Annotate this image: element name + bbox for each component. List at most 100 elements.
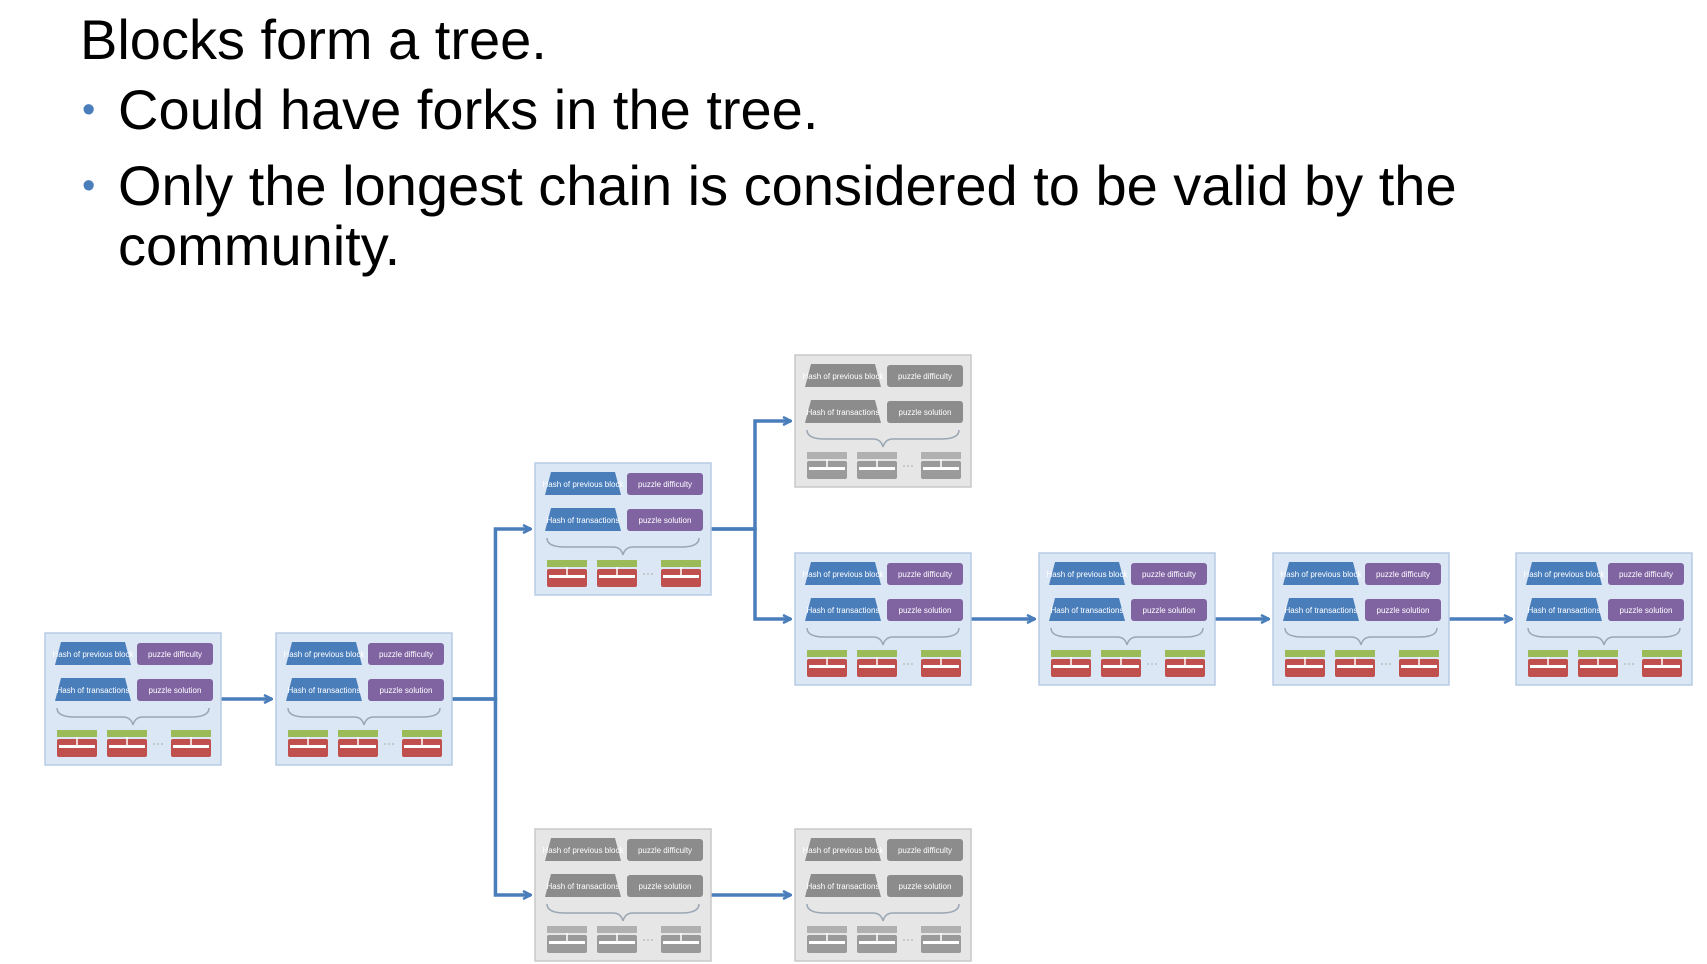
bullet-item: • Only the longest chain is considered to… xyxy=(80,156,1680,276)
prev-hash-label: Hash of previous block xyxy=(803,846,885,855)
transaction-tile xyxy=(597,926,637,953)
transaction-tile xyxy=(1051,650,1091,677)
tx-hash-shape xyxy=(55,678,131,701)
bullet-dot-icon: • xyxy=(82,165,96,207)
transaction-tile xyxy=(661,560,701,587)
transaction-tile xyxy=(57,730,97,757)
brace-shape xyxy=(1050,627,1204,646)
difficulty-box xyxy=(887,365,963,387)
prev-hash-label: Hash of previous block xyxy=(1281,570,1363,579)
tx-hash-label: Hash of transactions xyxy=(807,408,880,417)
difficulty-label: puzzle difficulty xyxy=(379,650,433,659)
solution-label: puzzle solution xyxy=(149,686,202,695)
difficulty-box xyxy=(887,839,963,861)
brace-shape xyxy=(287,707,441,726)
difficulty-box xyxy=(137,643,213,665)
prev-hash-label: Hash of previous block xyxy=(53,650,135,659)
edge-b2-b3 xyxy=(452,529,531,701)
edges-layer xyxy=(221,421,1512,895)
transaction-tile xyxy=(171,730,211,757)
transaction-tile xyxy=(857,650,897,677)
difficulty-box xyxy=(627,839,703,861)
prev-hash-shape xyxy=(545,472,621,495)
bullet-list: •Could have forks in the tree. • Only the… xyxy=(80,80,1680,292)
difficulty-box xyxy=(368,643,444,665)
transaction-tile xyxy=(807,650,847,677)
brace-shape xyxy=(806,429,960,448)
tx-hash-shape xyxy=(805,400,881,423)
prev-hash-label: Hash of previous block xyxy=(284,650,366,659)
tx-hash-label: Hash of transactions xyxy=(288,686,361,695)
solution-label: puzzle solution xyxy=(899,408,952,417)
slide-title: Blocks form a tree. xyxy=(80,8,547,71)
solution-label: puzzle solution xyxy=(639,516,692,525)
solution-box xyxy=(1131,599,1207,621)
tx-hash-shape xyxy=(1049,598,1125,621)
transaction-tile xyxy=(1528,650,1568,677)
transaction-tile xyxy=(402,730,442,757)
tx-hash-label: Hash of transactions xyxy=(807,882,880,891)
prev-hash-shape xyxy=(805,364,881,387)
brace-shape xyxy=(1284,627,1438,646)
prev-hash-label: Hash of previous block xyxy=(803,570,885,579)
difficulty-box xyxy=(887,563,963,585)
tx-hash-shape xyxy=(1526,598,1602,621)
prev-hash-label: Hash of previous block xyxy=(543,480,625,489)
transaction-tile xyxy=(1165,650,1205,677)
solution-label: puzzle solution xyxy=(899,882,952,891)
transaction-tile xyxy=(547,926,587,953)
solution-label: puzzle solution xyxy=(380,686,433,695)
solution-box xyxy=(887,401,963,423)
difficulty-box xyxy=(1131,563,1207,585)
transaction-tile xyxy=(807,452,847,479)
prev-hash-shape xyxy=(1049,562,1125,585)
solution-box xyxy=(1365,599,1441,621)
solution-label: puzzle solution xyxy=(899,606,952,615)
transaction-tile xyxy=(1335,650,1375,677)
transaction-tile xyxy=(1285,650,1325,677)
tx-hash-label: Hash of transactions xyxy=(1285,606,1358,615)
difficulty-label: puzzle difficulty xyxy=(898,570,952,579)
solution-box xyxy=(627,509,703,531)
edge-b3-b5 xyxy=(711,527,791,619)
brace-shape xyxy=(806,903,960,922)
prev-hash-shape xyxy=(1283,562,1359,585)
prev-hash-label: Hash of previous block xyxy=(803,372,885,381)
transaction-tile xyxy=(1578,650,1618,677)
bullet-item: •Could have forks in the tree. xyxy=(80,80,1680,140)
solution-box xyxy=(1608,599,1684,621)
prev-hash-shape xyxy=(1526,562,1602,585)
solution-label: puzzle solution xyxy=(1143,606,1196,615)
prev-hash-label: Hash of previous block xyxy=(543,846,625,855)
tx-hash-label: Hash of transactions xyxy=(547,882,620,891)
difficulty-box xyxy=(627,473,703,495)
transaction-tile xyxy=(921,650,961,677)
bullet-text: Only the longest chain is considered to … xyxy=(118,154,1457,277)
solution-box xyxy=(887,875,963,897)
difficulty-label: puzzle difficulty xyxy=(1142,570,1196,579)
bullet-dot-icon: • xyxy=(82,89,96,131)
transaction-tile xyxy=(107,730,147,757)
transaction-tile xyxy=(597,560,637,587)
tx-hash-shape xyxy=(545,508,621,531)
solution-label: puzzle solution xyxy=(1620,606,1673,615)
prev-hash-label: Hash of previous block xyxy=(1524,570,1606,579)
transaction-tile xyxy=(338,730,378,757)
difficulty-label: puzzle difficulty xyxy=(638,846,692,855)
tx-hash-label: Hash of transactions xyxy=(57,686,130,695)
tx-hash-label: Hash of transactions xyxy=(1051,606,1124,615)
edge-b2-b9 xyxy=(452,697,531,895)
solution-label: puzzle solution xyxy=(639,882,692,891)
difficulty-label: puzzle difficulty xyxy=(898,372,952,381)
transaction-tile xyxy=(921,452,961,479)
transaction-tile xyxy=(807,926,847,953)
